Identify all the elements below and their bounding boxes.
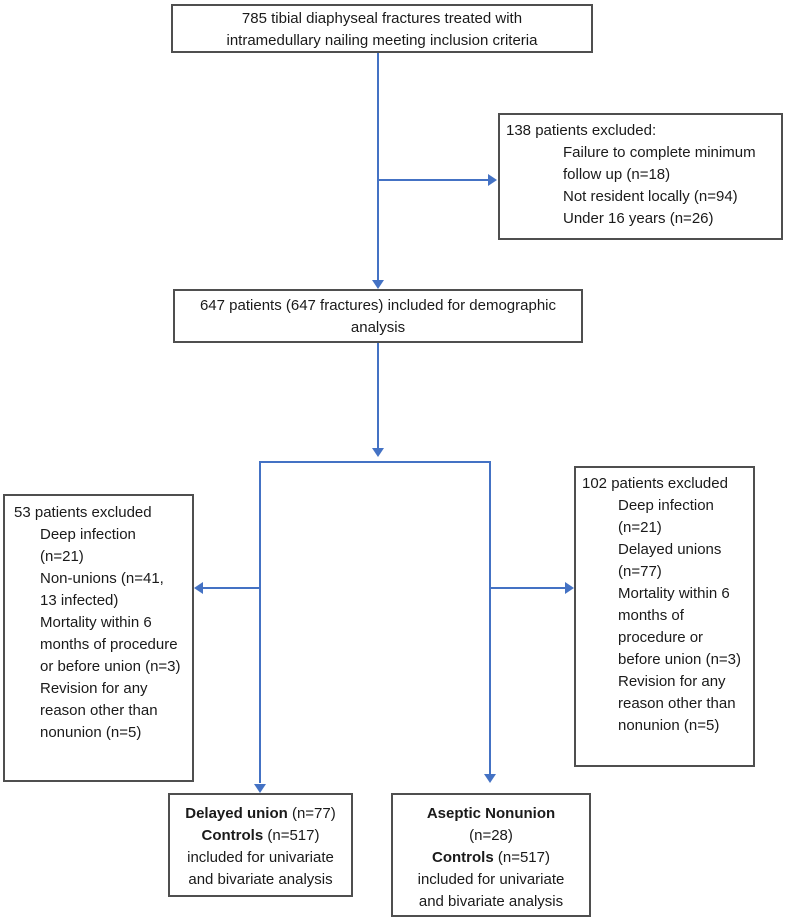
delayed-line1-rest: (n=77) xyxy=(287,805,336,822)
aseptic-line3-rest: (n=517) xyxy=(493,849,550,866)
delayed-line1-bold: Delayed union xyxy=(185,805,288,822)
arrowhead-down-icon xyxy=(484,774,496,783)
delayed-line1: Delayed union (n=77) xyxy=(170,803,351,825)
excluded102-title: 102 patients excluded xyxy=(582,475,728,492)
delayed-line2-rest: (n=517) xyxy=(263,827,320,844)
connector-split-right-vertical xyxy=(489,461,491,774)
arrowhead-down-icon xyxy=(254,784,266,793)
excluded53-item: Revision for any reason other than nonun… xyxy=(40,680,158,741)
aseptic-line2: (n=28) xyxy=(469,827,513,844)
connector-demographic-to-split xyxy=(377,343,379,451)
delayed-line3: included for univariate xyxy=(187,849,334,866)
connector-split-left-vertical xyxy=(259,461,261,783)
aseptic-line1: Aseptic Nonunion xyxy=(426,805,556,822)
arrowhead-right-icon xyxy=(565,582,574,594)
box-excluded-138: 138 patients excluded: Failure to comple… xyxy=(498,113,783,240)
excluded138-item: Failure to complete minimum follow up (n… xyxy=(563,144,756,183)
excluded138-item: Not resident locally (n=94) xyxy=(563,188,738,205)
delayed-line2: Controls (n=517) xyxy=(170,825,351,847)
box-excluded-102: 102 patients excluded Deep infection (n=… xyxy=(574,466,755,767)
aseptic-line4: included for univariate xyxy=(417,871,565,888)
arrowhead-down-icon xyxy=(372,280,384,289)
inclusion-line1: 785 tibial diaphyseal fractures treated … xyxy=(241,10,523,27)
arrowhead-left-icon xyxy=(194,582,203,594)
excluded53-title: 53 patients excluded xyxy=(14,504,152,521)
excluded53-item: Deep infection (n=21) xyxy=(40,526,136,565)
inclusion-line2: intramedullary nailing meeting inclusion… xyxy=(226,32,538,49)
connector-split-horizontal xyxy=(259,461,491,463)
excluded102-item: Deep infection (n=21) xyxy=(618,497,714,536)
box-excluded-53: 53 patients excluded Deep infection (n=2… xyxy=(3,494,194,782)
arrowhead-down-icon xyxy=(372,448,384,457)
arrowhead-right-icon xyxy=(488,174,497,186)
box-aseptic-nonunion: Aseptic Nonunion (n=28) Controls (n=517)… xyxy=(391,793,591,917)
connector-branch-excluded138 xyxy=(378,179,490,181)
excluded53-item: Non-unions (n=41, 13 infected) xyxy=(40,570,164,609)
demographic-line1: 647 patients (647 fractures) included fo… xyxy=(199,297,557,314)
aseptic-line3-bold: Controls xyxy=(432,849,494,866)
excluded102-item: Mortality within 6 months of procedure o… xyxy=(618,585,742,668)
delayed-line2-bold: Controls xyxy=(201,827,264,844)
demographic-line2: analysis xyxy=(350,319,406,336)
excluded138-title: 138 patients excluded: xyxy=(506,122,657,139)
excluded53-item: Mortality within 6 months of procedure o… xyxy=(40,614,181,675)
box-delayed-union: Delayed union (n=77) Controls (n=517) in… xyxy=(168,793,353,897)
connector-branch-excluded53 xyxy=(203,587,260,589)
box-inclusion-criteria: 785 tibial diaphyseal fractures treated … xyxy=(171,4,593,53)
connector-branch-excluded102 xyxy=(491,587,568,589)
excluded102-item: Revision for any reason other than nonun… xyxy=(618,673,736,734)
box-demographic-analysis: 647 patients (647 fractures) included fo… xyxy=(173,289,583,343)
delayed-line4: and bivariate analysis xyxy=(188,871,333,888)
aseptic-line5: and bivariate analysis xyxy=(418,893,564,910)
excluded138-item: Under 16 years (n=26) xyxy=(563,210,714,227)
excluded102-item: Delayed unions (n=77) xyxy=(618,541,722,580)
connector-top-to-demographic xyxy=(377,53,379,283)
aseptic-line3: Controls (n=517) xyxy=(393,847,589,869)
